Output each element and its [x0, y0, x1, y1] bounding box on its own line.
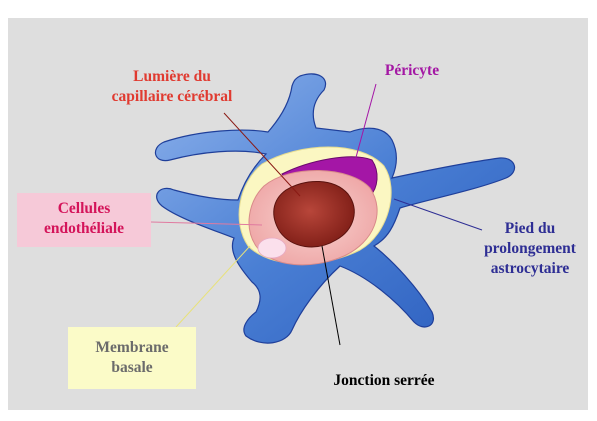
label-lumiere-capillaire: Lumière du capillaire cérébral [92, 67, 252, 107]
label-cellules-line2: endothéliale [17, 219, 151, 239]
label-pericyte-text: Péricyte [372, 61, 452, 81]
label-pied-line3: astrocytaire [462, 259, 597, 279]
label-pied-prolongement: Pied du prolongement astrocytaire [462, 219, 597, 279]
label-lumiere-line2: capillaire cérébral [92, 87, 252, 107]
label-cellules-endotheliale: Cellules endothéliale [17, 193, 151, 247]
label-jonction-text: Jonction serrée [304, 371, 464, 391]
label-jonction-serree: Jonction serrée [304, 371, 464, 391]
label-pericyte: Péricyte [372, 61, 452, 81]
label-membrane-line2: basale [68, 358, 196, 378]
leader-line-membrane [176, 246, 250, 327]
label-cellules-line1: Cellules [17, 199, 151, 219]
label-membrane-line1: Membrane [68, 338, 196, 358]
label-membrane-basale: Membrane basale [68, 327, 196, 389]
label-pied-line1: Pied du [462, 219, 597, 239]
endothelial-nucleus [258, 238, 286, 258]
label-lumiere-line1: Lumière du [92, 67, 252, 87]
label-pied-line2: prolongement [462, 239, 597, 259]
